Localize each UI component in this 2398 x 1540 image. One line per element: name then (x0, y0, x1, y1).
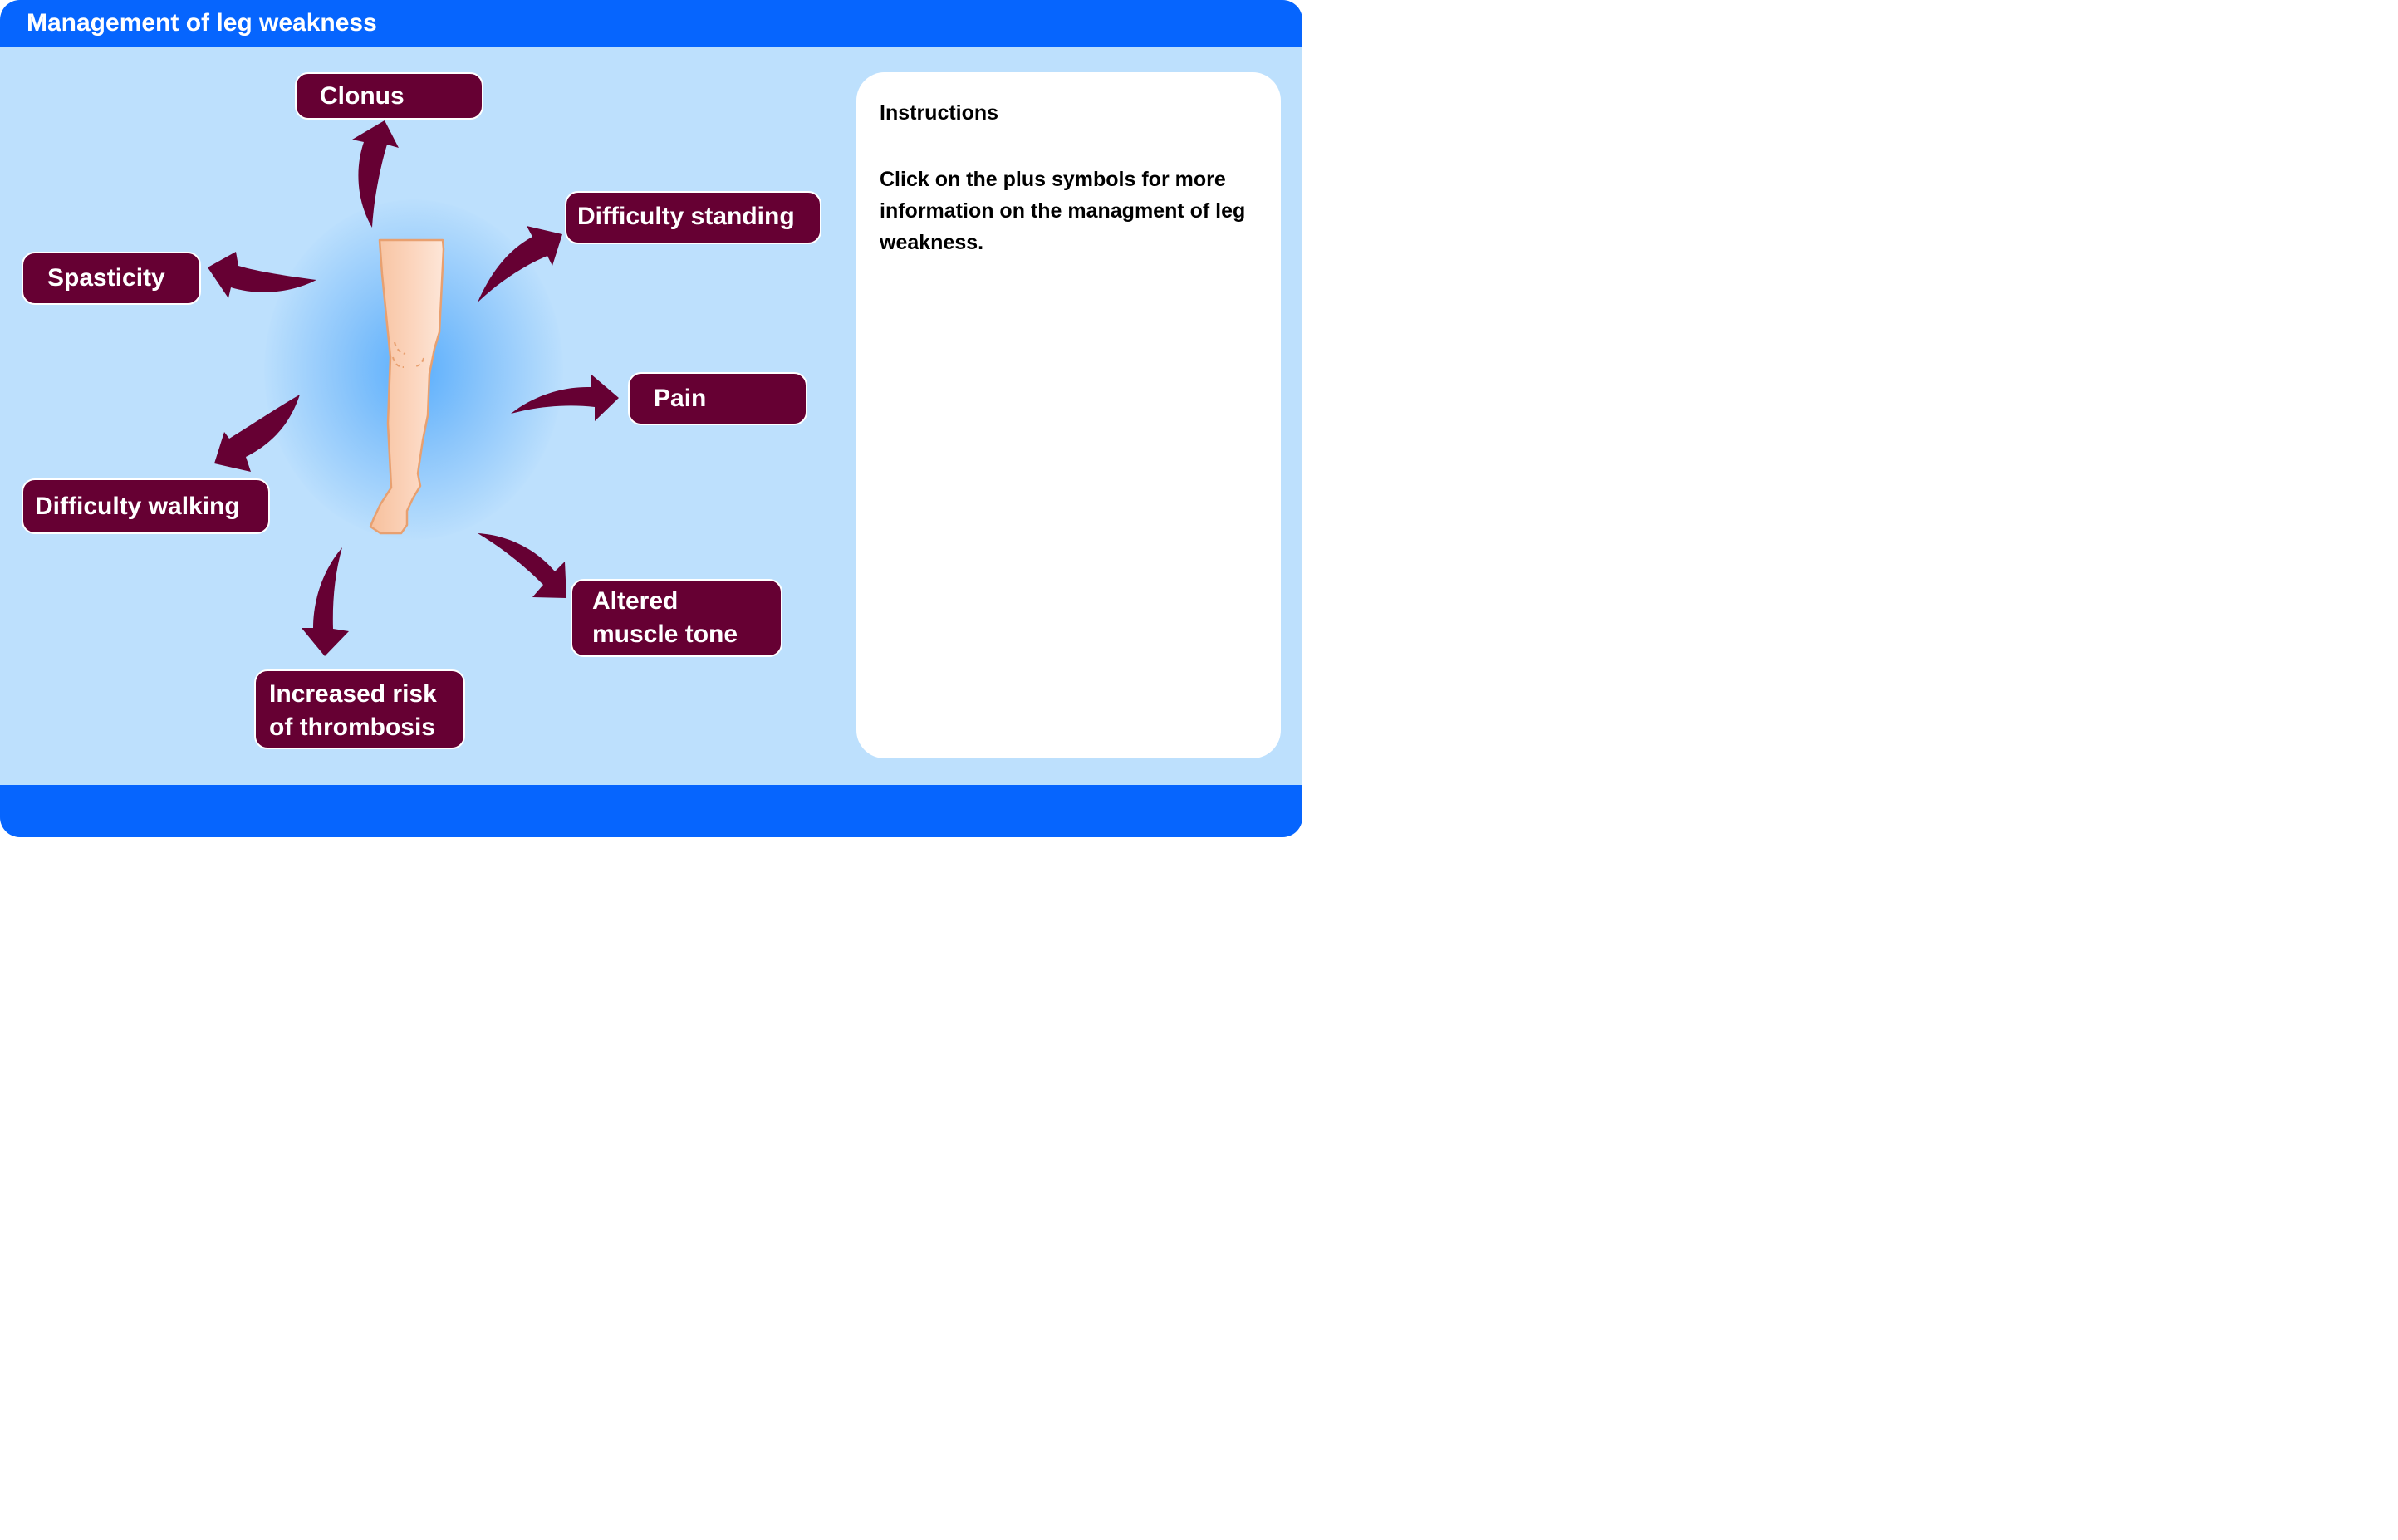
symptom-altered-muscle-tone[interactable]: Altered muscle tone (571, 579, 782, 657)
arrow-to-standing-icon (478, 226, 562, 302)
symptom-label: Clonus (320, 82, 405, 110)
symptom-clonus[interactable]: Clonus (295, 72, 483, 120)
arrow-to-spasticity-icon (208, 252, 316, 298)
symptom-label: Increased risk of thrombosis (269, 680, 437, 741)
leg-illustration (369, 238, 445, 535)
symptom-label: Pain (654, 385, 707, 412)
instructions-title: Instructions (880, 101, 999, 125)
symptom-difficulty-walking[interactable]: Difficulty walking (22, 478, 270, 534)
arrow-to-pain-icon (511, 374, 619, 421)
arrow-to-walking-icon (214, 395, 300, 472)
leg-diagram (208, 120, 619, 656)
arrows (208, 120, 619, 656)
arrow-to-thrombosis-icon (302, 547, 349, 656)
header-bar: Management of leg weakness (0, 0, 1302, 47)
arrow-to-muscle-tone-icon (478, 533, 566, 598)
symptom-label: Difficulty standing (577, 203, 795, 230)
app-window: Management of leg weakness (0, 0, 1302, 837)
arrow-to-clonus-icon (352, 120, 399, 228)
symptom-pain[interactable]: Pain (628, 372, 807, 425)
footer-bar (0, 785, 1302, 837)
page-title: Management of leg weakness (27, 9, 377, 37)
symptom-label: Spasticity (47, 264, 165, 292)
symptom-label: Difficulty walking (35, 493, 240, 520)
symptom-difficulty-standing[interactable]: Difficulty standing (565, 191, 821, 244)
symptom-label: Altered muscle tone (592, 587, 738, 648)
instructions-body: Click on the plus symbols for more infor… (880, 168, 1246, 254)
symptom-thrombosis[interactable]: Increased risk of thrombosis (254, 669, 465, 749)
instructions-panel: Instructions Click on the plus symbols f… (856, 72, 1281, 758)
symptom-spasticity[interactable]: Spasticity (22, 252, 201, 305)
